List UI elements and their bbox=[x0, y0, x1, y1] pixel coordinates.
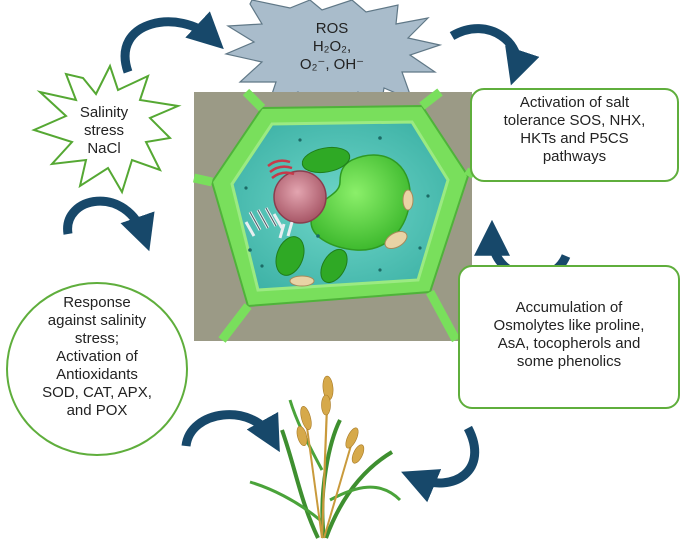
salinity-burst-icon bbox=[31, 63, 182, 195]
ros-line-3: O₂⁻, OH⁻ bbox=[299, 56, 365, 73]
response-line-6: SOD, CAT, APX, bbox=[42, 384, 152, 401]
curved-arrow-icon bbox=[63, 196, 155, 252]
activation-pathways-box: Activation of salt tolerance SOS, NHX, H… bbox=[470, 88, 679, 182]
activation-line-2: tolerance SOS, NHX, bbox=[503, 112, 646, 129]
response-line-3: stress; bbox=[74, 330, 120, 347]
ros-label: ROS H₂O₂, O₂⁻, OH⁻ bbox=[272, 20, 392, 74]
salinity-label: Salinity stress NaCl bbox=[52, 104, 156, 158]
response-line-2: against salinity bbox=[47, 312, 147, 329]
accumulation-line-1: Accumulation of bbox=[515, 299, 623, 316]
response-line-4: Activation of bbox=[56, 348, 138, 365]
ros-line-2: H₂O₂, bbox=[312, 38, 352, 55]
wheat-plant-image bbox=[249, 375, 402, 539]
activation-line-4: pathways bbox=[542, 148, 607, 165]
accumulation-line-2: Osmolytes like proline, bbox=[493, 317, 645, 334]
activation-line-1: Activation of salt bbox=[519, 94, 630, 111]
response-line-7: and POX bbox=[66, 402, 128, 419]
osmolyte-accumulation-box: Accumulation of Osmolytes like proline, … bbox=[458, 265, 680, 409]
curved-arrow-icon bbox=[181, 410, 280, 453]
ros-line-1: ROS bbox=[315, 20, 349, 37]
response-line-1: Response bbox=[63, 294, 131, 311]
accumulation-line-4: some phenolics bbox=[516, 353, 622, 370]
salinity-line-3: NaCl bbox=[87, 140, 121, 157]
curved-arrow-icon bbox=[401, 425, 479, 503]
antioxidant-response-ellipse: Response against salinity stress; Activa… bbox=[6, 282, 188, 456]
curved-arrow-icon bbox=[449, 24, 540, 86]
plant-cell-image bbox=[193, 88, 476, 343]
accumulation-line-3: AsA, tocopherols and bbox=[497, 335, 641, 352]
activation-line-3: HKTs and P5CS bbox=[520, 130, 629, 147]
curved-arrow-icon bbox=[120, 11, 224, 74]
salinity-line-1: Salinity bbox=[79, 104, 129, 121]
response-line-5: Antioxidants bbox=[56, 366, 138, 383]
salinity-line-2: stress bbox=[83, 122, 124, 139]
